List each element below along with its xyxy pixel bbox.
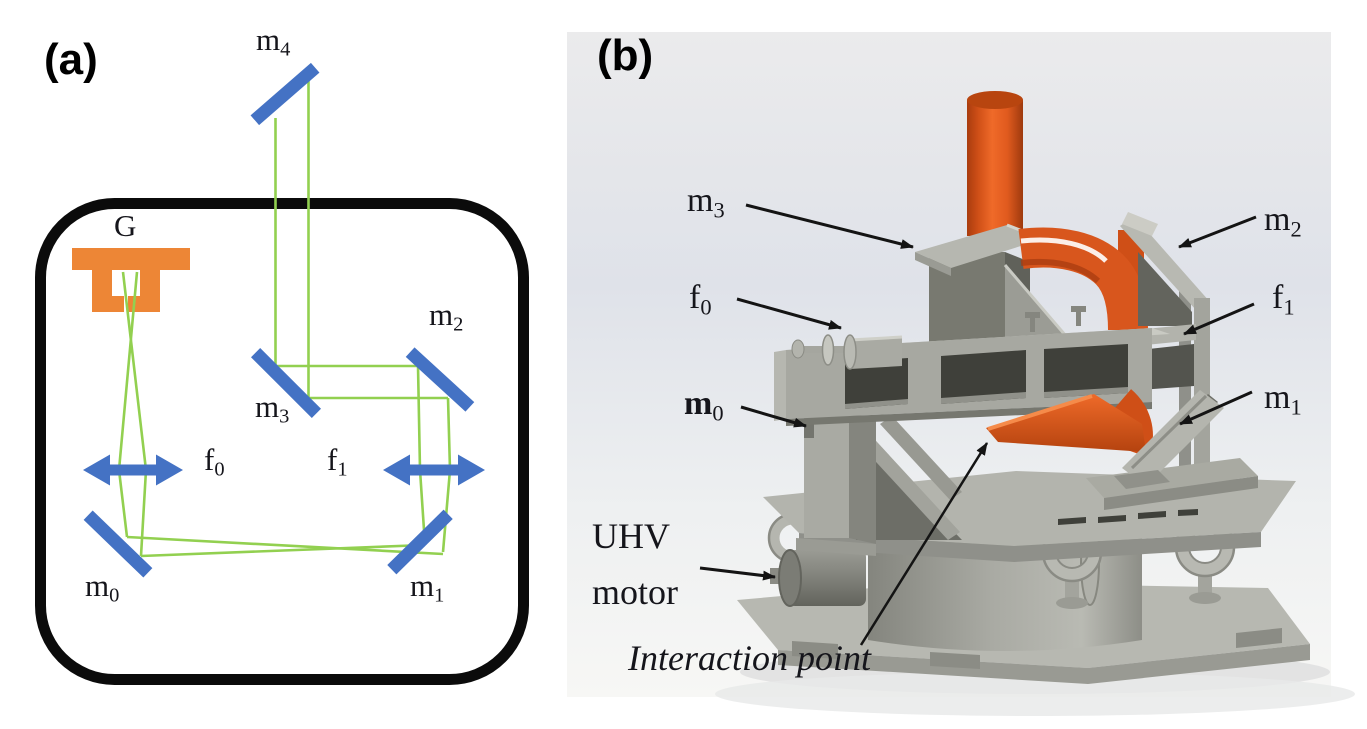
floor-reflection	[715, 672, 1355, 716]
lens-f0-arrow	[83, 454, 183, 486]
grating-shape	[72, 248, 190, 312]
uhv-motor-shape	[770, 549, 866, 607]
orange-beamline-upper	[967, 91, 1023, 236]
panel-a-schematic	[35, 62, 529, 685]
label-b-m0: m0	[684, 385, 724, 426]
label-a-m3: m3	[255, 389, 290, 428]
cad-render	[567, 32, 1355, 716]
mirror-m2-shape	[405, 347, 475, 412]
panel-b-tag: (b)	[597, 31, 654, 80]
mirror-m0-shape	[83, 510, 153, 578]
label-b-m2: m2	[1264, 201, 1302, 242]
label-motor: motor	[592, 572, 678, 612]
label-uhv: UHV	[592, 516, 670, 556]
orange-cone	[986, 389, 1153, 458]
vacuum-chamber-outline	[35, 198, 529, 685]
label-b-m3: m3	[687, 182, 725, 223]
label-a-m0: m0	[85, 568, 120, 607]
label-a-m4: m4	[256, 22, 291, 61]
m1-mount	[1086, 390, 1258, 510]
label-a-f0: f0	[204, 442, 225, 481]
callout-arrows	[699, 203, 1257, 646]
mirror-m1-shape	[387, 509, 453, 575]
m2-mount	[1120, 212, 1210, 480]
mirrors	[83, 62, 475, 578]
arrow-uhv-motor	[699, 566, 776, 581]
label-b-m1: m1	[1264, 379, 1302, 420]
label-a-m2: m2	[429, 297, 464, 336]
arrow-interaction-point	[859, 442, 989, 646]
label-b-f1: f1	[1272, 279, 1295, 320]
arrow-m3	[745, 203, 914, 249]
lens-f1-arrow	[383, 454, 485, 486]
m0-column	[796, 412, 876, 556]
diagonal-braces	[854, 416, 962, 540]
mirror-m4-shape	[250, 62, 320, 126]
arrow-m0	[740, 405, 807, 428]
label-a-m1: m1	[410, 568, 445, 607]
orange-elbow	[1018, 227, 1148, 331]
arrow-m2	[1178, 215, 1257, 249]
label-a-f1: f1	[327, 442, 348, 481]
arrow-m1	[1179, 390, 1253, 426]
label-a-grating: G	[114, 208, 137, 243]
beam-paths	[117, 80, 452, 558]
label-b-f0: f0	[689, 279, 712, 320]
mirror-m3-shape	[250, 347, 322, 419]
label-interaction-point: Interaction point	[628, 638, 871, 678]
panel-a-tag: (a)	[44, 35, 98, 84]
arrow-f1	[1183, 302, 1255, 336]
f0-lens-assembly	[791, 334, 903, 370]
m3-mount	[915, 223, 1080, 352]
arrow-f0	[736, 297, 842, 330]
